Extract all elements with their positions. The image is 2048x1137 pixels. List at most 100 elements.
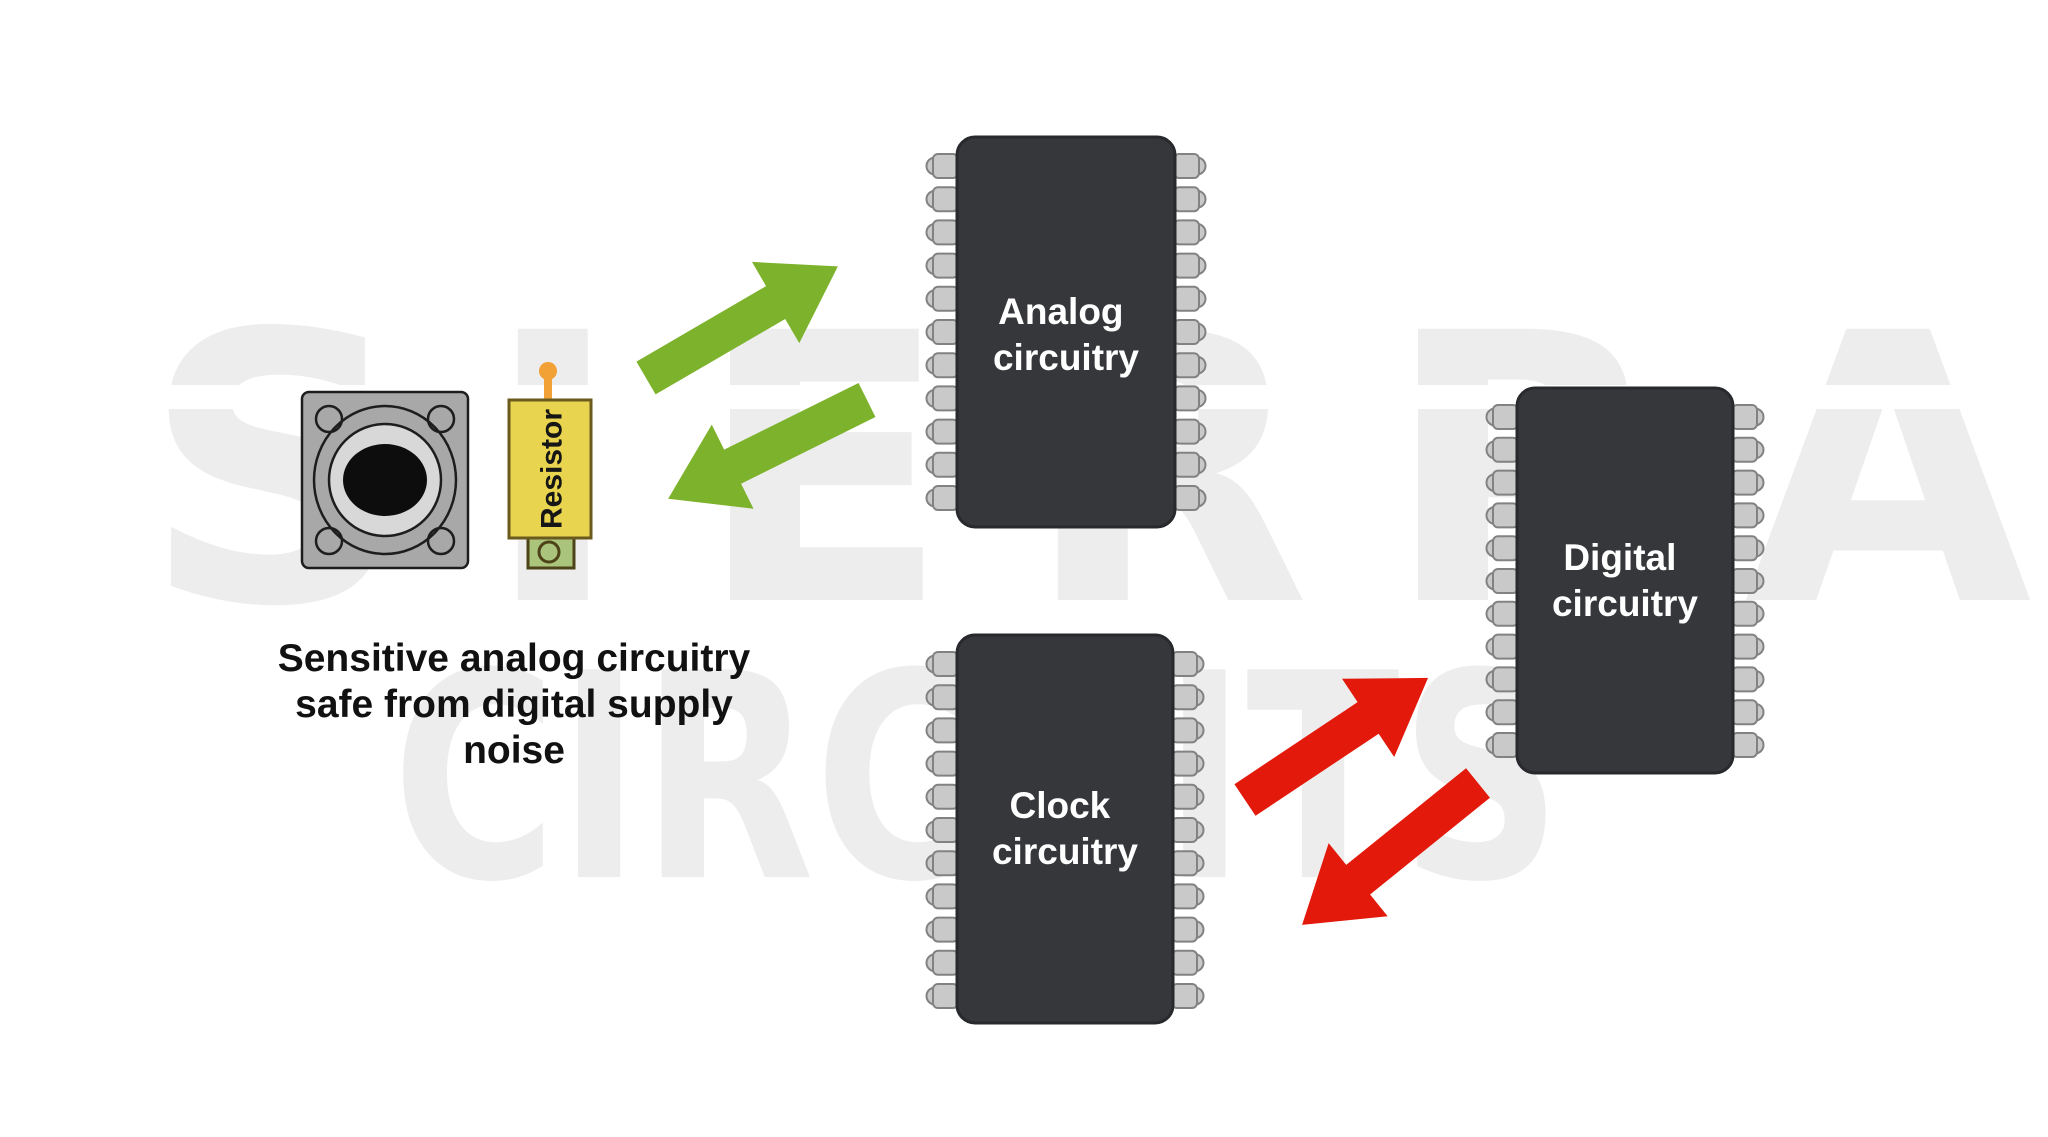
- chip-pin: [925, 219, 959, 246]
- chip-pin: [1731, 568, 1765, 594]
- chip-pin: [1173, 219, 1207, 246]
- chip-pin: [1171, 783, 1205, 810]
- chip-pin: [1171, 817, 1205, 843]
- chip-pin: [1171, 949, 1205, 976]
- chip-body: [955, 633, 1175, 1025]
- chip-pin: [1731, 502, 1765, 529]
- chip-pin: [1171, 750, 1205, 777]
- caption-line: safe from digital supply: [295, 683, 733, 726]
- chip-pin: [1173, 153, 1207, 179]
- red-arrow-down-icon: [1302, 768, 1490, 925]
- chip-label: Analog circuitry: [993, 291, 1139, 378]
- chip-pin: [1171, 651, 1205, 677]
- speaker: [300, 390, 470, 570]
- pin-column-left: [925, 153, 959, 511]
- caption: Sensitive analog circuitry safe from dig…: [250, 636, 778, 774]
- chip-pin: [925, 485, 959, 511]
- resistor-label: Resistor: [536, 409, 569, 529]
- chip-pin: [1173, 285, 1207, 312]
- chip-body: [955, 135, 1177, 529]
- chip-pin: [1171, 883, 1205, 910]
- pin-column-right: [1173, 153, 1207, 511]
- speaker-center-dome: [343, 444, 427, 516]
- chip-pin: [1485, 666, 1519, 693]
- resistor-body: [507, 398, 593, 540]
- chip-pin: [925, 949, 959, 976]
- chip-pin: [925, 717, 959, 744]
- chip-pin: [925, 285, 959, 312]
- chip-pin: [1171, 916, 1205, 943]
- chip-pin: [1173, 352, 1207, 379]
- chip-pin: [1173, 319, 1207, 345]
- screw-icon: [426, 526, 456, 556]
- chip-pin: [1731, 633, 1765, 660]
- chip-pin: [925, 983, 959, 1009]
- chip-pin: [925, 883, 959, 910]
- chip-pin: [1485, 699, 1519, 726]
- chip-pin: [1171, 850, 1205, 877]
- chip-pin: [1173, 418, 1207, 445]
- pin-column-left: [925, 651, 959, 1009]
- chip-pin: [925, 817, 959, 843]
- chip-pin: [1485, 633, 1519, 660]
- red-arrow-up-icon: [1234, 677, 1429, 816]
- green-arrow-down-icon: [668, 382, 876, 509]
- green-arrow-up-icon: [636, 261, 838, 395]
- chip-pin: [1485, 404, 1519, 430]
- chip-pin: [1731, 732, 1765, 758]
- pin-column-right: [1171, 651, 1205, 1009]
- chip-pin: [925, 750, 959, 777]
- chip-pin: [1485, 502, 1519, 529]
- chip-pin: [925, 186, 959, 213]
- caption-line: noise: [463, 729, 565, 772]
- chip-pin: [925, 684, 959, 711]
- chip-pin: [1731, 666, 1765, 693]
- chip-pin: [925, 352, 959, 379]
- chip-pin: [1173, 385, 1207, 412]
- chip-analog: Analog circuitry: [925, 135, 1207, 529]
- chip-pin: [1485, 535, 1519, 562]
- resistor: Resistor: [507, 362, 593, 570]
- chip-pin: [925, 783, 959, 810]
- chip-pin: [925, 451, 959, 478]
- chip-pin: [1731, 699, 1765, 726]
- chip-digital: Digital circuitry: [1485, 386, 1765, 775]
- chip-pin: [1173, 252, 1207, 279]
- chip-pin: [1485, 732, 1519, 758]
- chip-pin: [1171, 684, 1205, 711]
- pin-column-right: [1731, 404, 1765, 758]
- resistor-lead-tip: [539, 362, 557, 380]
- chip-pin: [1171, 983, 1205, 1009]
- chip-pin: [1731, 404, 1765, 430]
- chip-pin: [1731, 535, 1765, 562]
- chip-pin: [925, 418, 959, 445]
- chip-pin: [1173, 451, 1207, 478]
- red-arrows: [1234, 677, 1490, 925]
- chip-pin: [1173, 186, 1207, 213]
- chip-pin: [1173, 485, 1207, 511]
- caption-line: Sensitive analog circuitry: [277, 637, 751, 680]
- chip-clock: Clock circuitry: [925, 633, 1205, 1025]
- chip-pin: [1731, 436, 1765, 463]
- chip-pin: [925, 385, 959, 412]
- chip-pin: [1731, 469, 1765, 496]
- chip-label: Clock circuitry: [992, 785, 1138, 872]
- resistor-pad-hole: [537, 540, 561, 564]
- screw-icon: [314, 404, 344, 434]
- chip-pin: [925, 153, 959, 179]
- chip-pin: [1485, 568, 1519, 594]
- chip-pin: [925, 850, 959, 877]
- chip-pin: [1485, 436, 1519, 463]
- screw-icon: [426, 404, 456, 434]
- chip-pin: [925, 651, 959, 677]
- chip-pin: [925, 252, 959, 279]
- chip-body: [1515, 386, 1735, 775]
- chip-pin: [925, 916, 959, 943]
- chip-pin: [1731, 600, 1765, 627]
- chip-pin: [1485, 469, 1519, 496]
- chip-pin: [925, 319, 959, 345]
- green-arrows: [636, 261, 876, 509]
- chip-label: Digital circuitry: [1552, 537, 1698, 624]
- chip-pin: [1171, 717, 1205, 744]
